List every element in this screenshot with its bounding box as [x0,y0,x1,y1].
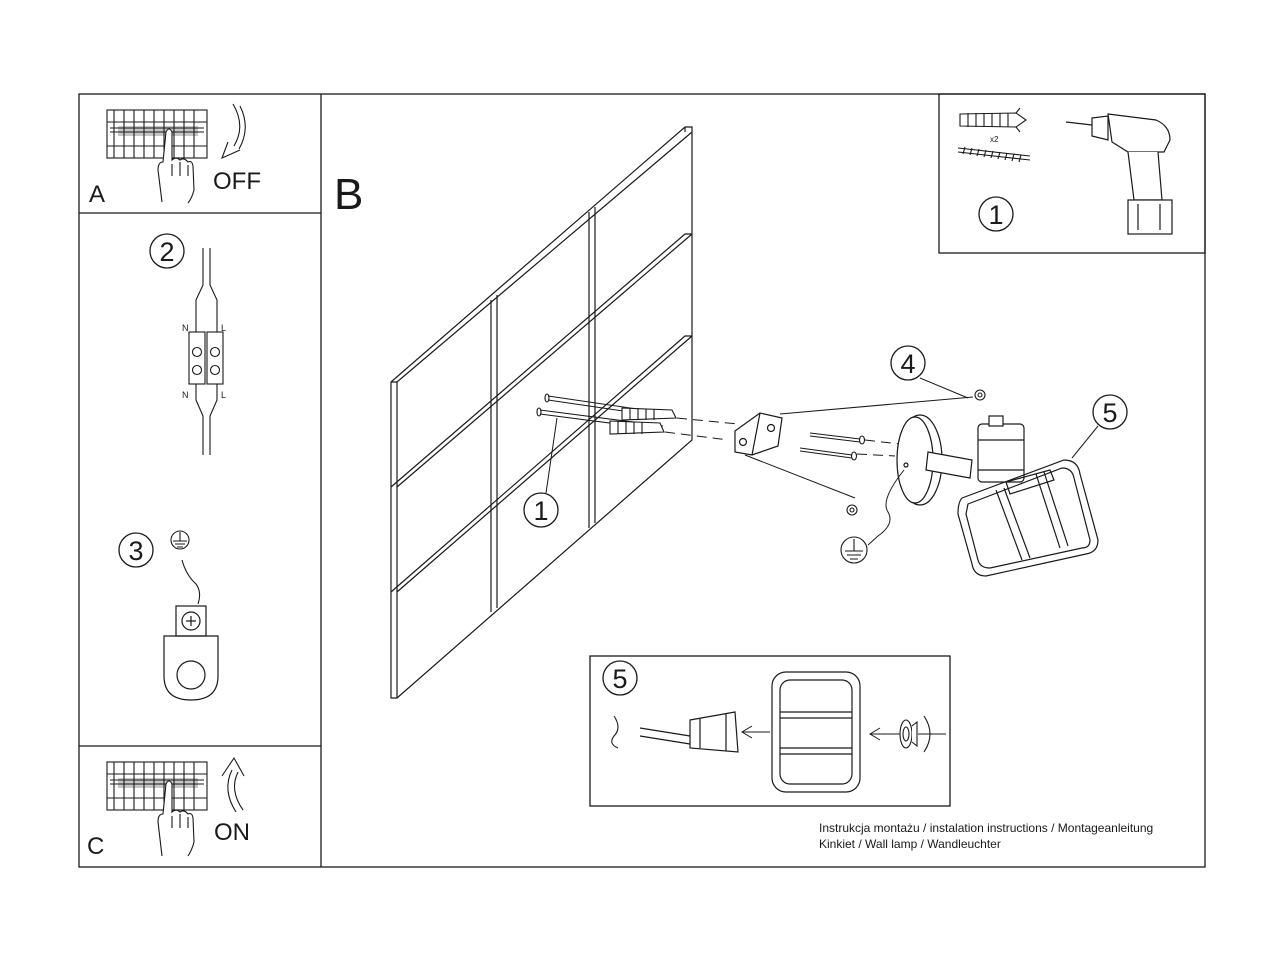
tools-panel: x2 1 [957,107,1173,235]
live-label-bottom: L [221,390,226,400]
bracket-screws-icon [799,432,866,461]
drill-icon [1065,113,1173,235]
dashed-guide-lines [664,417,901,457]
ground-symbol-icon [170,530,201,605]
panel-c: C ON [87,756,250,860]
cage-front-icon [771,671,861,793]
small-nut-icon [846,389,986,516]
step-5-badge-main [1092,394,1128,430]
neutral-label-top: N [182,323,189,333]
ring-arrow [869,727,900,741]
step-5-number-detail: 5 [612,664,627,694]
step-2-badge [149,233,185,269]
panel-a: A OFF [89,103,261,208]
anchor-quantity: x2 [990,135,999,144]
detail-panel-border [589,655,951,807]
arrow-up-icon [221,756,245,813]
neutral-label-bottom: N [182,390,189,400]
footer-line-1: Instrukcja montażu / instalation instruc… [819,821,1154,835]
socket-arrow [741,725,770,739]
canopy-icon [896,414,943,506]
step-5-leader [1071,425,1099,459]
footer-line-2: Kinkiet / Wall lamp / Wandleuchter [819,837,1001,851]
lamp-cage-icon [957,459,1099,577]
wall-plug-icon [959,107,1027,133]
cable-squiggle [611,715,619,749]
live-label-top: L [221,323,226,333]
step-4-badge [890,345,926,381]
on-label: ON [214,819,250,846]
guide-lines [744,396,974,499]
breaker-box-icon [106,761,208,811]
wall-tiles [390,126,693,699]
step-4-leader [919,377,969,399]
terminal-block-icon [188,248,224,455]
hand-icon [157,780,195,857]
panel-c-letter: C [87,833,104,860]
step-5-badge-detail [602,660,638,696]
step-3-badge [118,532,154,568]
step-1-badge-tools [978,196,1014,232]
step-3-number: 3 [128,536,143,566]
footer-caption: Instrukcja montażu / instalation instruc… [819,820,1153,852]
step-1-number-wall: 1 [533,496,548,526]
wall-plugs-icon [609,407,677,435]
step-5-number-main: 5 [1102,398,1117,428]
step-1-number-tools: 1 [988,200,1003,230]
ground-symbol-icon [840,536,868,564]
screw-icon [957,146,1031,163]
hand-icon [157,128,195,204]
step-2-wiring: 2 N L N L [149,233,226,455]
tools-panel-border [938,93,1206,254]
panel-b-letter: B [334,170,363,219]
breaker-box-icon [106,109,208,159]
step-1-badge-wall [523,492,559,528]
detail-panel: 5 [602,660,946,793]
step-2-number: 2 [159,237,174,267]
mounting-bracket-icon [734,412,783,456]
step-4-number: 4 [900,349,915,379]
ground-lug-icon [163,605,219,701]
lamp-head-icon [925,415,1025,483]
step-3-ground: 3 [118,530,219,701]
arrow-down-icon [221,103,246,160]
off-label: OFF [213,168,261,195]
step-1-leader [545,417,558,494]
lamp-socket-icon [639,711,739,753]
ground-wire [867,469,905,546]
ring-nut-icon [899,715,946,753]
outer-frame [78,93,1206,868]
panel-a-letter: A [89,181,105,208]
